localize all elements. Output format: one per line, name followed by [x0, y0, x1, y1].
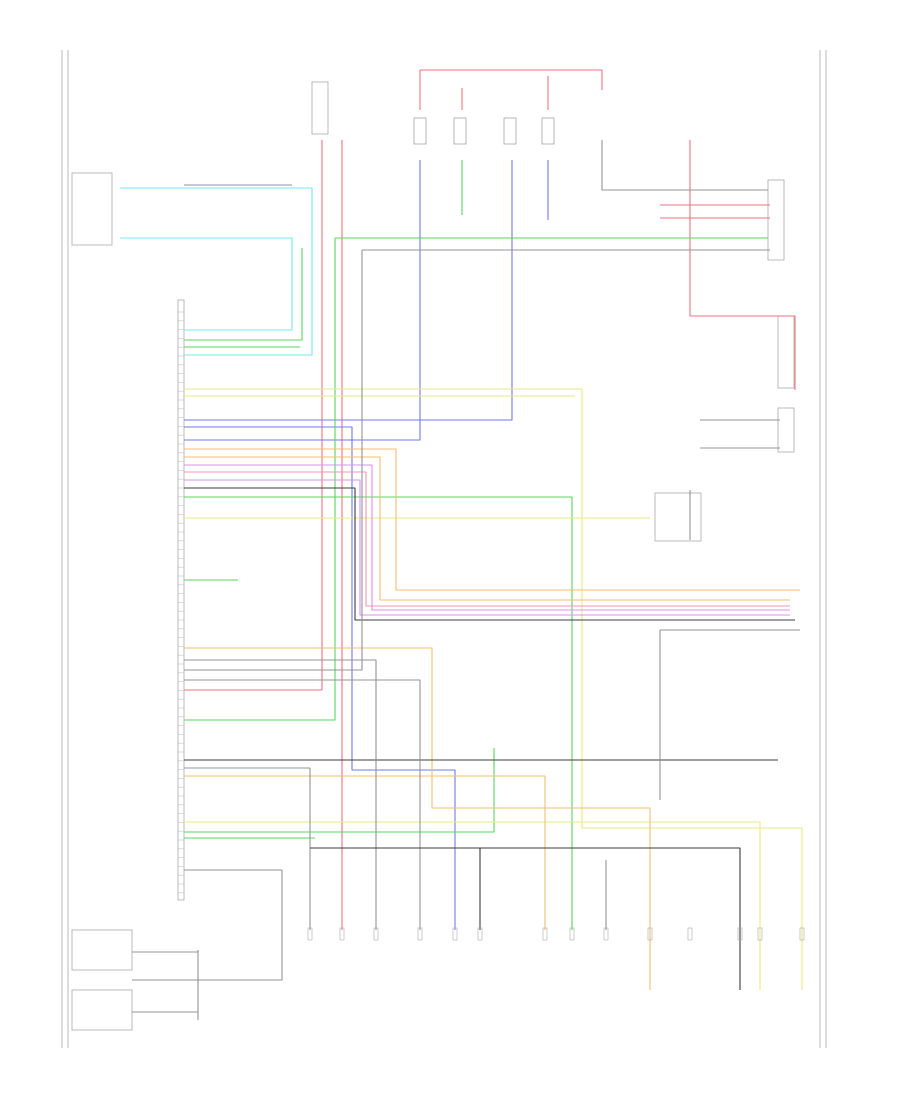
wire-green	[184, 748, 495, 833]
wire-orange	[184, 775, 546, 930]
relay-switch-outline	[413, 117, 427, 145]
wire-cyan	[120, 237, 293, 331]
connector-terminal	[737, 927, 743, 941]
connector-terminal	[569, 927, 575, 941]
connector-terminal	[452, 927, 458, 941]
component-outline	[767, 179, 785, 261]
wire-gray	[184, 767, 311, 930]
relay-switch-outline	[453, 117, 467, 145]
wire-violet	[184, 479, 790, 616]
component-outline	[311, 81, 329, 135]
wire-gray	[184, 250, 363, 671]
wire-blue	[184, 160, 513, 421]
wire-blue	[184, 426, 456, 930]
wire-orange	[184, 647, 651, 990]
wire-orange	[184, 456, 790, 601]
wire-red	[184, 140, 323, 691]
pin-marks	[178, 311, 805, 941]
component-outline	[777, 315, 795, 389]
wire-yellow	[184, 388, 803, 990]
wire-cyan	[120, 187, 313, 356]
page-borders	[61, 50, 827, 1048]
connector-terminal	[373, 927, 379, 941]
wire-black	[184, 487, 795, 621]
wire-red	[689, 140, 796, 390]
connector-terminal	[307, 927, 313, 941]
relay-switch-outline	[503, 117, 517, 145]
component-outline	[71, 929, 133, 971]
wire-blue	[184, 160, 421, 441]
connector-bar	[177, 299, 185, 901]
wire-black	[310, 847, 741, 990]
wire-yellow	[184, 821, 761, 990]
connector-terminal	[477, 927, 483, 941]
wire-gray	[184, 659, 377, 930]
wire-green	[184, 496, 573, 930]
wire-violet	[184, 464, 790, 611]
wire-orange	[184, 448, 800, 591]
connector-terminal	[542, 927, 548, 941]
wire-green	[184, 248, 303, 341]
wire-pink	[184, 471, 790, 607]
connector-terminal	[757, 927, 763, 941]
wire-red	[420, 69, 603, 90]
wire-gray	[132, 869, 283, 981]
connector-terminal	[647, 927, 653, 941]
connector-terminal	[603, 927, 609, 941]
connector-terminal	[799, 927, 805, 941]
wires	[120, 69, 803, 1020]
component-outline	[71, 989, 133, 1031]
wire-green	[184, 238, 336, 721]
component-outline	[777, 407, 795, 453]
connector-terminal	[417, 927, 423, 941]
connector-terminal	[339, 927, 345, 941]
component-outline	[654, 492, 702, 542]
wire-gray	[184, 679, 421, 930]
wire-gray	[601, 140, 768, 191]
relay-switch-outline	[541, 117, 555, 145]
components	[71, 81, 795, 1031]
connector-terminal	[687, 927, 693, 941]
component-outline	[71, 172, 113, 246]
